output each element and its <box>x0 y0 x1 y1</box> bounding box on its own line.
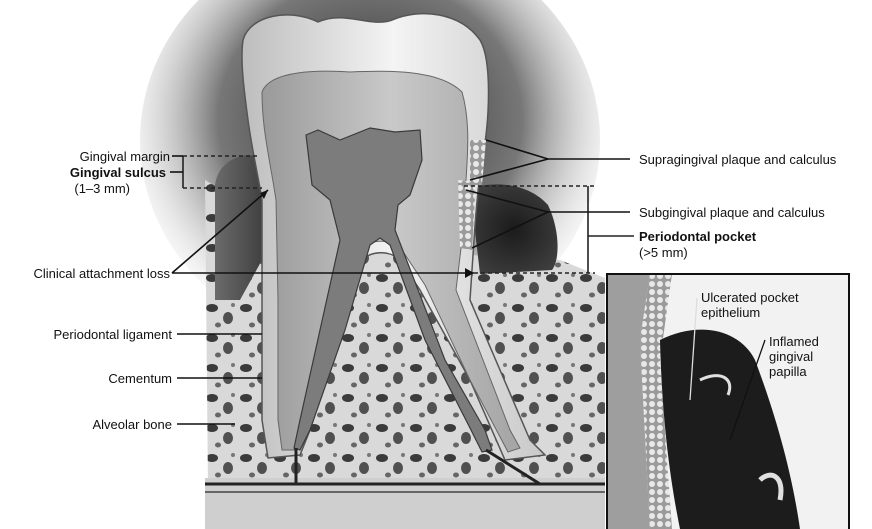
subgingival-label: Subgingival plaque and calculus <box>639 205 825 220</box>
gingival-sulcus-label: Gingival sulcus <box>0 165 166 180</box>
inflamed-papilla-label-1: Inflamed <box>769 334 819 349</box>
ulcerated-epithelium-label-1: Ulcerated pocket <box>701 290 799 305</box>
inflamed-papilla-label-3: papilla <box>769 364 807 379</box>
clinical-attachment-loss-label: Clinical attachment loss <box>0 266 170 281</box>
gingival-margin-label: Gingival margin <box>0 149 170 164</box>
gingival-sulcus-range-label: (1–3 mm) <box>0 181 130 196</box>
periodontal-pocket-range-label: (>5 mm) <box>639 245 688 260</box>
cementum-label: Cementum <box>0 371 172 386</box>
ulcerated-epithelium-label-2: epithelium <box>701 305 760 320</box>
supragingival-label: Supragingival plaque and calculus <box>639 152 836 167</box>
alveolar-bone-label: Alveolar bone <box>0 417 172 432</box>
periodontal-pocket-label: Periodontal pocket <box>639 229 756 244</box>
periodontal-ligament-label: Periodontal ligament <box>0 327 172 342</box>
inflamed-papilla-label-2: gingival <box>769 349 813 364</box>
